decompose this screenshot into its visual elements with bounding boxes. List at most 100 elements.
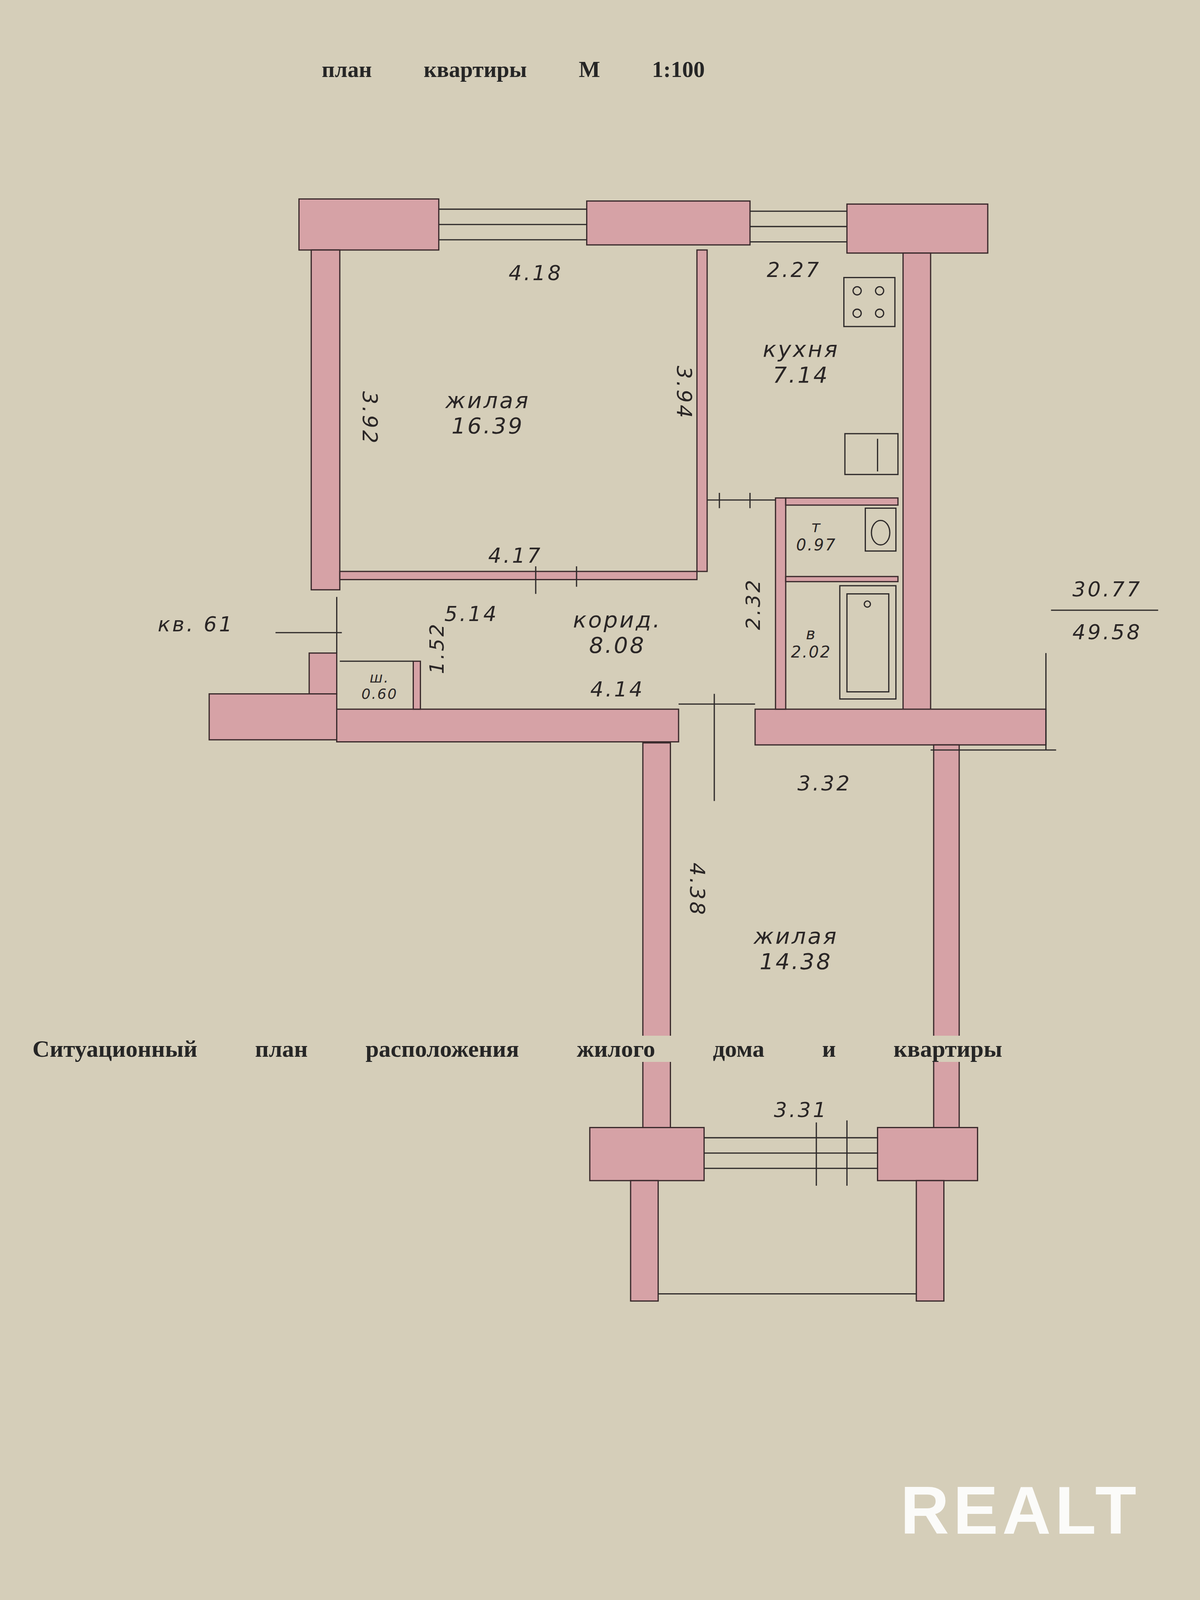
- plan-line: [534, 566, 537, 594]
- wall: [755, 709, 1047, 745]
- wall: [298, 198, 439, 250]
- plan-line: [815, 1122, 818, 1186]
- wall: [916, 1180, 944, 1301]
- wall: [630, 1180, 658, 1301]
- dimension-label: кв. 61: [157, 613, 234, 636]
- dimension-label: 2.32: [742, 578, 764, 631]
- dimension-label: 3.32: [797, 772, 852, 795]
- lines: [275, 209, 1158, 1294]
- wall: [589, 1127, 704, 1181]
- plan-line: [438, 239, 587, 241]
- room-label: в2.02: [789, 623, 833, 663]
- room-label: корид.8.08: [571, 605, 664, 660]
- plan-line: [275, 632, 342, 634]
- plan-line: [336, 596, 338, 653]
- wall: [642, 742, 671, 1131]
- room-area: 14.38: [753, 948, 839, 975]
- drain: [864, 601, 871, 608]
- plan-line: [750, 210, 847, 212]
- room-area: 7.14: [762, 362, 840, 388]
- wall: [903, 253, 931, 713]
- wall: [586, 201, 750, 246]
- plan-line: [703, 1152, 878, 1154]
- room-name: жилая: [753, 923, 839, 949]
- room-name: ш.: [361, 669, 399, 686]
- wall: [877, 1127, 978, 1181]
- wall: [339, 571, 697, 580]
- dimension-label: 30.77: [1072, 578, 1143, 602]
- plan-line: [707, 499, 776, 501]
- room-area: 8.08: [573, 632, 662, 658]
- walls: [209, 198, 1047, 1301]
- burner: [853, 286, 862, 296]
- room-area: 2.02: [790, 642, 832, 662]
- room-area: 0.60: [361, 685, 399, 702]
- plan-line: [438, 208, 587, 210]
- watermark: REALT: [900, 1473, 1141, 1548]
- plan-line: [658, 1293, 917, 1295]
- room-area: 0.97: [796, 535, 837, 554]
- plan-line: [713, 694, 715, 802]
- caption-text: Ситуационный план расположения жилого до…: [30, 1035, 1005, 1062]
- room-name: в: [790, 624, 832, 643]
- dimension-label: 4.17: [488, 544, 543, 568]
- burner: [875, 309, 884, 318]
- plan-line: [703, 1167, 878, 1170]
- dimension-label: 4.18: [508, 262, 564, 285]
- room-name: корид.: [573, 607, 662, 633]
- wall: [933, 744, 960, 1131]
- wall: [336, 709, 679, 742]
- wall: [311, 250, 340, 590]
- plan-line: [703, 1137, 878, 1139]
- burner: [875, 286, 884, 296]
- dimension-label: 3.92: [357, 391, 381, 446]
- room-label: жилая16.39: [444, 386, 532, 441]
- plan-line: [438, 223, 587, 225]
- dimension-label: 3.31: [773, 1098, 829, 1122]
- plan-line: [930, 749, 1056, 751]
- plan-title: план квартиры М 1:100: [319, 57, 708, 83]
- wall: [696, 250, 708, 572]
- dimension-label: 2.27: [766, 259, 822, 282]
- room-label: жилая14.38: [751, 921, 840, 977]
- wall: [209, 694, 337, 741]
- toilet-symbol: [865, 508, 897, 552]
- room-name: кухня: [762, 336, 840, 362]
- plan-line: [1045, 653, 1047, 750]
- room-name: жилая: [445, 387, 531, 414]
- wall: [785, 576, 899, 582]
- room-label: ш.0.60: [359, 667, 400, 704]
- toilet-bowl: [871, 520, 890, 545]
- wall: [775, 498, 786, 710]
- stove-symbol: [844, 277, 896, 327]
- wall: [309, 653, 337, 695]
- room-label: т0.97: [794, 515, 839, 556]
- plan-line: [749, 492, 751, 509]
- room-name: т: [796, 517, 837, 536]
- plan-line: [750, 225, 847, 227]
- burner: [853, 309, 862, 318]
- plan-line: [678, 703, 756, 705]
- plan-line: [718, 492, 720, 509]
- plan-line: [575, 566, 577, 587]
- plan-line: [1051, 609, 1159, 611]
- bathtub-symbol: [839, 585, 896, 699]
- dimension-label: 4.38: [685, 862, 709, 918]
- dimension-label: 49.58: [1072, 621, 1143, 645]
- room-area: 16.39: [445, 413, 531, 439]
- wall: [785, 498, 899, 506]
- plan-line: [750, 241, 847, 243]
- plan-line: [846, 1120, 848, 1186]
- fixtures: [839, 277, 899, 699]
- bathtub-inner: [846, 594, 889, 693]
- dimension-label: 3.94: [672, 365, 695, 421]
- sink-symbol: [844, 433, 899, 475]
- dimension-label: 5.14: [444, 602, 499, 626]
- room-label: кухня7.14: [761, 334, 841, 390]
- sink-line: [876, 438, 879, 472]
- plan-line: [339, 660, 414, 662]
- dimension-label: 4.14: [590, 678, 645, 702]
- dimension-label: 1.52: [425, 621, 448, 674]
- wall: [846, 203, 988, 253]
